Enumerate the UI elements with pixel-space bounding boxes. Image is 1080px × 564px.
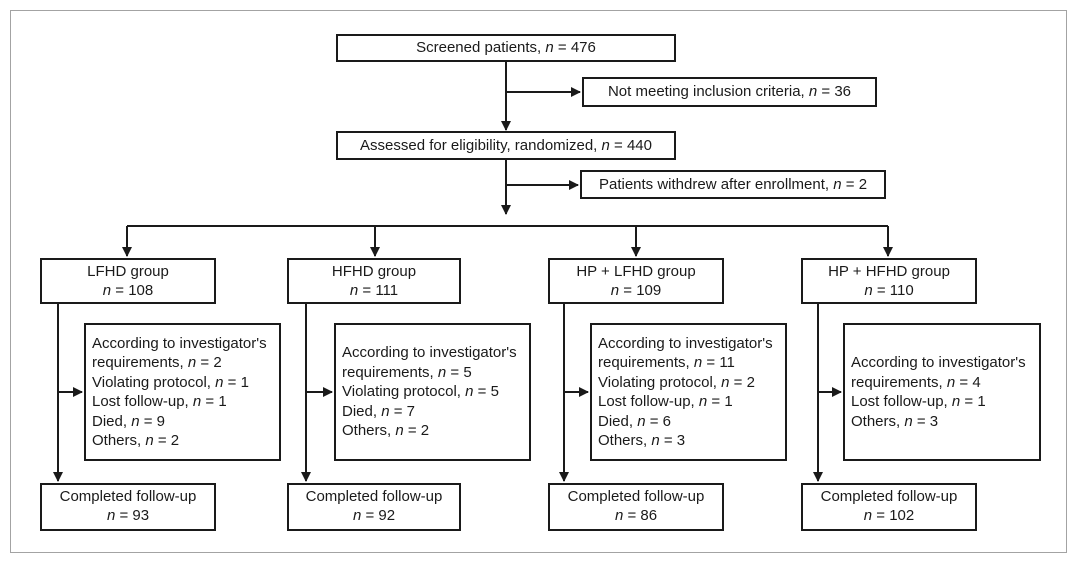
figure-frame (10, 10, 1067, 553)
group-count: = 111 (358, 282, 399, 299)
n-symbol: n (833, 175, 842, 193)
completed-count: = 93 (115, 507, 150, 524)
group-box-hp-lfhd: HP + LFHD group n = 109 (548, 258, 724, 304)
screened-label: Screened patients, (416, 39, 546, 56)
n-symbol: n (102, 282, 112, 299)
group-count: = 110 (872, 282, 914, 299)
exclusion-line: Died, n = 9 (92, 412, 165, 430)
exclusion-line: Violating protocol, n = 5 (342, 383, 499, 401)
n-symbol: n (352, 507, 362, 524)
screened-patients-box: Screened patients, n = 476 (336, 34, 676, 62)
exclusion-line: Others, n = 3 (851, 412, 939, 430)
completed-box-hp-lfhd: Completed follow-up n = 86 (548, 483, 724, 531)
exclusion-line: Lost follow-up, n = 1 (92, 393, 227, 410)
not-meeting-criteria-box: Not meeting inclusion criteria, n = 36 (582, 77, 877, 107)
group-name: HP + HFHD group (828, 263, 950, 280)
exclusions-box-lfhd: According to investigator's requirements… (84, 323, 281, 461)
not-meeting-count: = 36 (817, 83, 852, 100)
completed-label: Completed follow-up (567, 488, 705, 505)
withdrew-count: = 2 (841, 175, 868, 193)
completed-label: Completed follow-up (305, 488, 443, 505)
exclusions-box-hfhd: According to investigator's requirements… (334, 323, 531, 461)
exclusion-line: requirements, n = 2 (92, 354, 222, 371)
completed-label: Completed follow-up (59, 488, 197, 505)
n-symbol: n (864, 282, 873, 299)
exclusion-line: According to investigator's (342, 344, 517, 362)
group-name: HFHD group (331, 263, 417, 280)
group-box-hfhd: HFHD group n = 111 (287, 258, 461, 304)
exclusion-line: requirements, n = 5 (342, 363, 472, 381)
exclusions-box-hp-hfhd: According to investigator's requirements… (843, 323, 1041, 461)
group-count: = 109 (619, 282, 662, 299)
completed-count: = 92 (361, 507, 396, 524)
n-symbol: n (863, 507, 873, 524)
assessed-count: = 440 (609, 136, 652, 154)
screened-count: = 476 (553, 39, 596, 56)
n-symbol: n (610, 282, 620, 299)
group-box-hp-hfhd: HP + HFHD group n = 110 (801, 258, 977, 304)
exclusion-line: According to investigator's (92, 334, 267, 352)
group-box-lfhd: LFHD group n = 108 (40, 258, 216, 304)
exclusion-line: requirements, n = 4 (851, 373, 981, 391)
withdrew-box: Patients withdrew after enrollment, n = … (580, 170, 886, 199)
withdrew-label: Patients withdrew after enrollment, (598, 175, 834, 193)
not-meeting-label: Not meeting inclusion criteria, (607, 83, 809, 100)
exclusion-line: Died, n = 6 (598, 412, 671, 430)
exclusion-line: Others, n = 2 (92, 432, 180, 449)
exclusion-line: Others, n = 3 (598, 432, 686, 449)
exclusions-box-hp-lfhd: According to investigator's requirements… (590, 323, 787, 461)
assessed-label: Assessed for eligibility, randomized, (360, 136, 602, 154)
completed-box-hp-hfhd: Completed follow-up n = 102 (801, 483, 977, 531)
group-name: HP + LFHD group (576, 263, 696, 280)
n-symbol: n (601, 136, 610, 154)
n-symbol: n (808, 83, 818, 100)
completed-box-lfhd: Completed follow-up n = 93 (40, 483, 216, 531)
n-symbol: n (106, 507, 116, 524)
n-symbol: n (545, 39, 554, 56)
group-name: LFHD group (87, 263, 169, 280)
exclusion-line: Violating protocol, n = 2 (598, 373, 755, 391)
n-symbol: n (614, 507, 624, 524)
assessed-randomized-box: Assessed for eligibility, randomized, n … (336, 131, 676, 160)
exclusion-line: Lost follow-up, n = 1 (851, 393, 986, 410)
exclusion-line: Died, n = 7 (342, 402, 415, 420)
completed-count: = 102 (872, 507, 915, 524)
exclusion-line: According to investigator's (598, 334, 773, 352)
completed-count: = 86 (623, 507, 658, 524)
n-symbol: n (349, 282, 359, 299)
exclusion-line: Lost follow-up, n = 1 (598, 393, 733, 410)
completed-label: Completed follow-up (820, 488, 958, 505)
exclusion-line: Violating protocol, n = 1 (92, 373, 249, 391)
exclusion-line: According to investigator's (851, 354, 1026, 371)
exclusion-line: requirements, n = 11 (598, 354, 735, 371)
group-count: = 108 (111, 282, 154, 299)
completed-box-hfhd: Completed follow-up n = 92 (287, 483, 461, 531)
exclusion-line: Others, n = 2 (342, 422, 430, 440)
